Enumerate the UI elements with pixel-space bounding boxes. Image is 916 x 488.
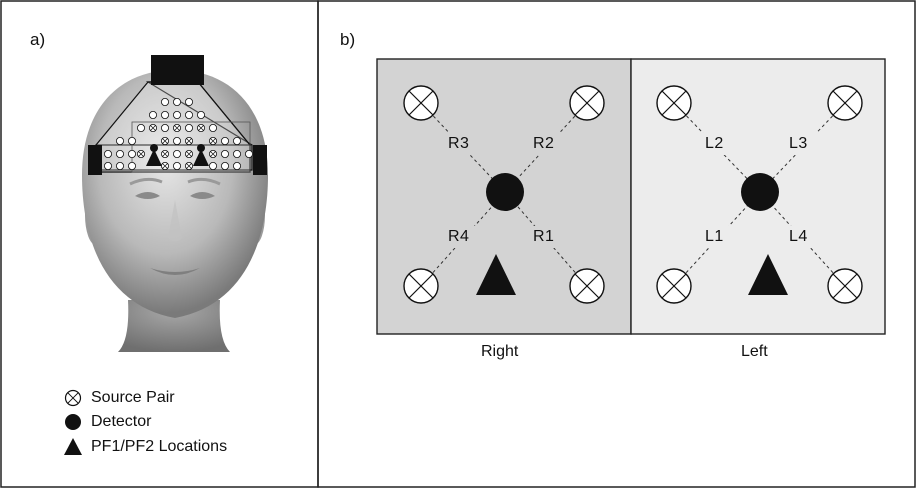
optode-dot: [136, 124, 145, 133]
probe-right-block: [253, 145, 267, 175]
channel-label-l1: L1: [705, 228, 724, 245]
optode-dot: [127, 149, 136, 158]
panel-b-label: b): [340, 30, 356, 49]
optode-dot: [184, 111, 193, 120]
left-detector-icon: [741, 173, 779, 211]
optode-dot: [196, 111, 205, 120]
legend-detector-icon: [65, 414, 81, 430]
optode-dot: [172, 161, 181, 170]
optode-dot: [232, 149, 241, 158]
optode-grid: [104, 98, 253, 170]
probe-inner-rect: [131, 121, 251, 173]
optode-dot: [160, 98, 169, 107]
optode-dot: [184, 98, 193, 107]
optode-dot: [172, 136, 181, 145]
nose: [168, 200, 182, 242]
optode-dot: [104, 149, 113, 158]
optode-dot: [127, 161, 136, 170]
right-brow: [187, 177, 221, 186]
optode-dot: [148, 111, 157, 120]
head-illustration: [82, 70, 268, 352]
left-pf-triangle-icon: [748, 254, 788, 295]
channel-label-r3: R3: [448, 135, 470, 152]
left-source-bottom-left-icon: [656, 268, 692, 304]
legend-triangle-icon: [64, 438, 82, 455]
optode-dot: [208, 124, 217, 133]
nirs-probe: [88, 55, 267, 175]
optode-dot: [127, 136, 136, 145]
probe-triangle-right: [193, 149, 209, 166]
right-detector-icon: [486, 173, 524, 211]
probe-top-block: [151, 55, 204, 85]
optode-dot: [172, 149, 181, 158]
optode-dot: [116, 161, 125, 170]
right-source-bottom-right-icon: [569, 268, 605, 304]
panel-b-border: [317, 0, 916, 488]
channel-label-l4: L4: [789, 228, 808, 245]
optode-dot: [220, 149, 229, 158]
legend-pf-locations-label: PF1/PF2 Locations: [91, 438, 228, 455]
left-brow: [129, 177, 163, 186]
channel-label-l3: L3: [789, 135, 808, 152]
optode-dot: [104, 161, 113, 170]
right-source-top-right-icon: [569, 85, 605, 121]
right-pf-triangle-icon: [476, 254, 516, 295]
optode-dot: [220, 161, 229, 170]
right-source-bottom-left-icon: [403, 268, 439, 304]
left-hemisphere-caption: Left: [741, 343, 768, 360]
optode-dot: [160, 111, 169, 120]
optode-dot: [232, 161, 241, 170]
head: [82, 70, 268, 318]
optode-dot: [244, 149, 253, 158]
optode-dot: [172, 111, 181, 120]
probe-detector-left: [150, 144, 158, 152]
channel-label-r4: R4: [448, 228, 470, 245]
left-source-top-left-icon: [656, 85, 692, 121]
optode-dot: [184, 124, 193, 133]
channel-label-r2: R2: [533, 135, 555, 152]
optode-dot: [208, 161, 217, 170]
legend-source-pair-label: Source Pair: [91, 389, 175, 406]
optode-dot: [116, 136, 125, 145]
probe-detector-right: [197, 144, 205, 152]
right-eye: [190, 192, 215, 199]
right-source-top-left-icon: [403, 85, 439, 121]
panel-a-label: a): [30, 30, 46, 49]
left-eye: [135, 192, 160, 199]
legend-detector-label: Detector: [91, 413, 152, 430]
right-hemisphere-caption: Right: [481, 343, 519, 360]
optode-dot: [160, 124, 169, 133]
probe-left-block: [88, 145, 102, 175]
mouth: [150, 268, 200, 275]
channel-label-l2: L2: [705, 135, 724, 152]
neck: [118, 300, 230, 352]
probe-triangle-left: [146, 149, 162, 166]
optode-dot: [232, 136, 241, 145]
optode-dot: [116, 149, 125, 158]
channel-label-r1: R1: [533, 228, 555, 245]
legend-source-pair-icon: [64, 389, 82, 407]
left-source-top-right-icon: [827, 85, 863, 121]
optode-dot: [172, 98, 181, 107]
optode-dot: [220, 136, 229, 145]
left-source-bottom-right-icon: [827, 268, 863, 304]
